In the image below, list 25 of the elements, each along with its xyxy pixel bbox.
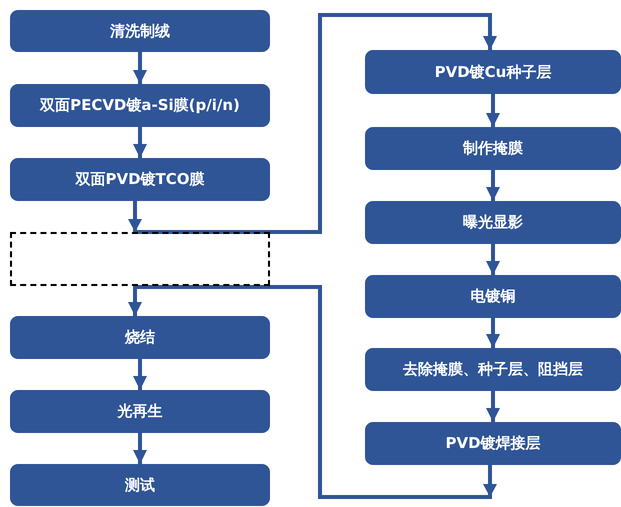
step-label: 烧结 xyxy=(125,328,155,347)
process-box xyxy=(10,464,270,506)
step-label: 测试 xyxy=(125,476,155,494)
process-box xyxy=(10,316,270,359)
step-label: 去除掩膜、种子层、阻挡层 xyxy=(403,360,583,379)
step-label: 制作掩膜 xyxy=(463,139,523,158)
step-label: PVD镀Cu种子层 xyxy=(434,62,552,82)
process-box xyxy=(365,422,621,465)
step-label: 电镀铜 xyxy=(470,287,516,306)
process-box xyxy=(365,127,621,170)
step-label: 清洗制绒 xyxy=(110,22,170,40)
step-label: PVD镀焊接层 xyxy=(445,434,541,453)
process-box xyxy=(10,10,270,52)
process-box xyxy=(10,390,270,433)
step-label: 双面PECVD镀a-Si膜(p/i/n) xyxy=(40,96,240,115)
step-label: 光再生 xyxy=(118,402,162,421)
process-box xyxy=(365,348,621,391)
process-box xyxy=(10,158,270,201)
process-box xyxy=(365,50,621,94)
dashed-box xyxy=(10,232,270,286)
step-label: 曝光显影 xyxy=(463,213,523,232)
process-box xyxy=(365,275,621,318)
process-box xyxy=(365,201,621,244)
process-box xyxy=(10,84,270,127)
step-label: 双面PVD镀TCO膜 xyxy=(75,170,205,189)
